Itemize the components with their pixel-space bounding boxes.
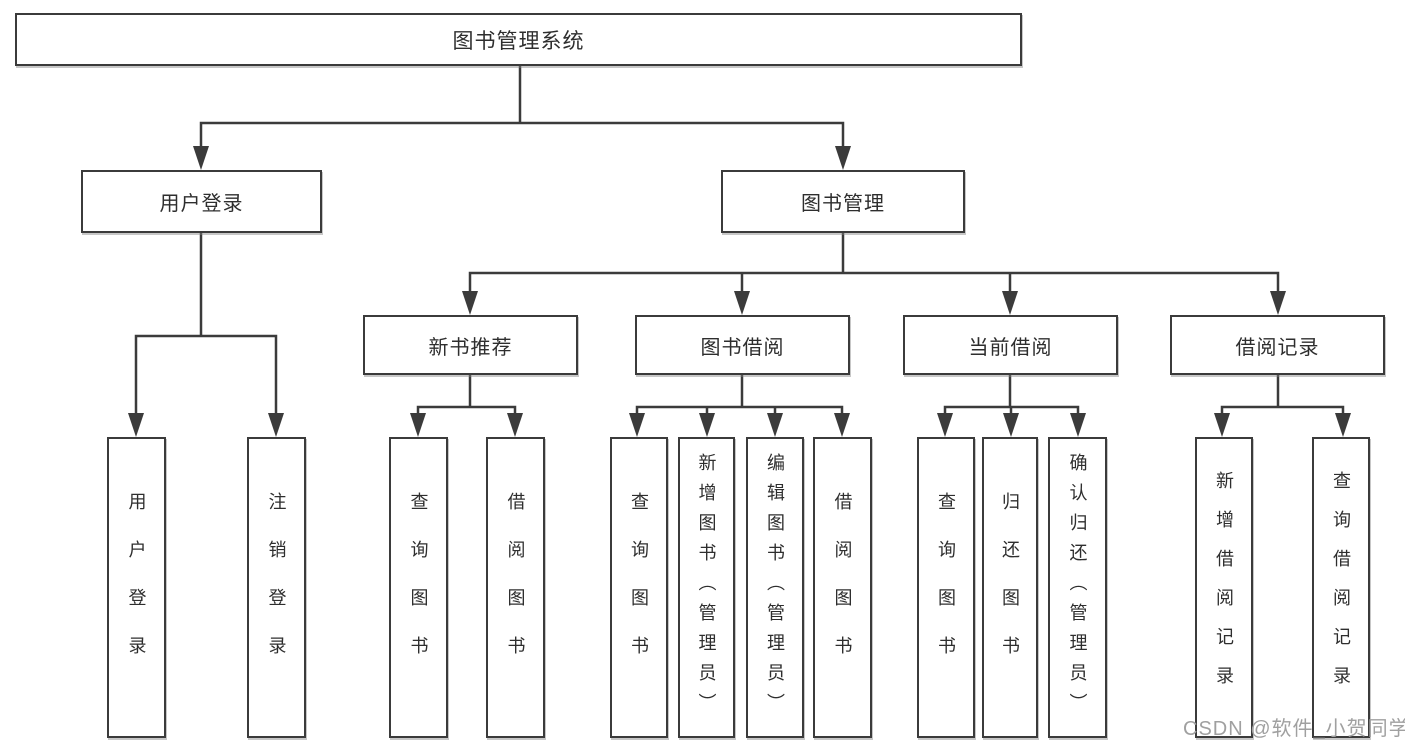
node-borrow-record: 借阅记录 (1170, 315, 1385, 375)
node-book-management: 图书管理 (721, 170, 965, 233)
leaf-query-borrow-record: 查询借阅记录 (1312, 437, 1370, 738)
node-new-book-recommend: 新书推荐 (363, 315, 578, 375)
csdn-watermark: CSDN @软件_小贺同学 (1183, 718, 1405, 740)
leaf-borrow-query-book: 查询图书 (610, 437, 668, 738)
leaf-add-book-admin: 新增图书（管理员） (678, 437, 735, 738)
leaf-user-login: 用户登录 (107, 437, 166, 738)
node-book-borrow: 图书借阅 (635, 315, 850, 375)
leaf-logout: 注销登录 (247, 437, 306, 738)
node-root: 图书管理系统 (15, 13, 1022, 66)
arrowhead-icons (128, 146, 1351, 437)
leaf-current-query-book: 查询图书 (917, 437, 975, 738)
leaf-edit-book-admin: 编辑图书（管理员） (746, 437, 804, 738)
leaf-confirm-return-admin: 确认归还（管理员） (1048, 437, 1107, 738)
leaf-return-book: 归还图书 (982, 437, 1038, 738)
leaf-recommend-borrow-book: 借阅图书 (486, 437, 545, 738)
leaf-borrow-book: 借阅图书 (813, 437, 872, 738)
leaf-recommend-query-book: 查询图书 (389, 437, 448, 738)
connector-paths (134, 65, 1345, 416)
leaf-add-borrow-record: 新增借阅记录 (1195, 437, 1253, 738)
node-user-login: 用户登录 (81, 170, 322, 233)
node-current-borrow: 当前借阅 (903, 315, 1118, 375)
